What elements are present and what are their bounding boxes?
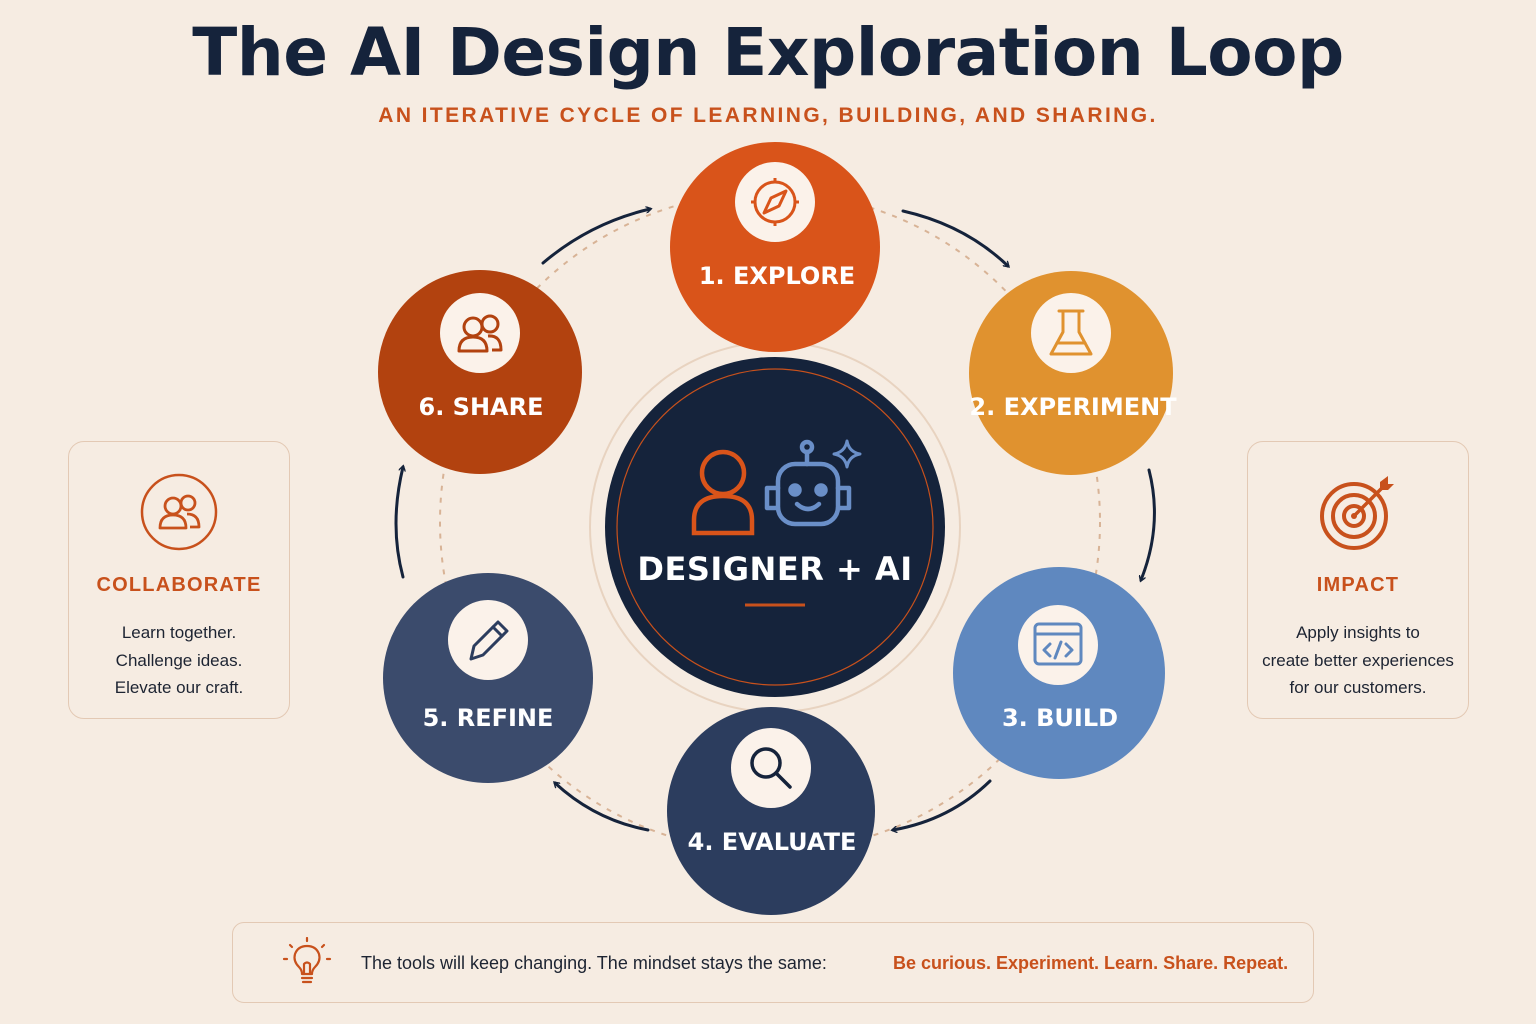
step-experiment[interactable]: 2. EXPERIMENT bbox=[969, 271, 1177, 475]
step-share[interactable]: 6. SHARE bbox=[378, 270, 582, 474]
target-icon bbox=[1320, 476, 1394, 550]
impact-line: for our customers. bbox=[1289, 678, 1427, 697]
collaborate-text: Learn together. Challenge ideas. Elevate… bbox=[69, 619, 289, 702]
people-icon bbox=[457, 314, 503, 353]
magnifier-icon bbox=[750, 747, 792, 789]
mindset-highlight: Be curious. Experiment. Learn. Share. Re… bbox=[893, 953, 1289, 973]
step-explore[interactable]: 1. EXPLORE bbox=[670, 142, 880, 352]
center-node: DESIGNER + AI bbox=[589, 341, 961, 713]
people-icon bbox=[140, 473, 218, 551]
step-evaluate[interactable]: 4. EVALUATE bbox=[667, 707, 875, 915]
flask-icon bbox=[1049, 309, 1093, 356]
lightbulb-icon bbox=[282, 937, 332, 984]
page-title: The AI Design Exploration Loop bbox=[192, 14, 1344, 91]
robot-icon bbox=[764, 439, 852, 527]
compass-icon bbox=[751, 178, 799, 226]
step-refine[interactable]: 5. REFINE bbox=[383, 573, 593, 783]
cycle-arrows bbox=[394, 209, 1156, 832]
sparkle-icon bbox=[832, 439, 862, 469]
impact-text: Apply insights to create better experien… bbox=[1248, 619, 1468, 702]
impact-line: create better experiences bbox=[1262, 650, 1454, 670]
step-label-build: 3. BUILD bbox=[1002, 704, 1118, 732]
arrow-refine-to-share bbox=[394, 467, 403, 579]
mindset-text: The tools will keep changing. The mindse… bbox=[361, 953, 827, 973]
center-label: DESIGNER + AI bbox=[637, 550, 912, 588]
collaborate-card: COLLABORATE Learn together. Challenge id… bbox=[68, 441, 290, 719]
impact-card: IMPACT Apply insights to create better e… bbox=[1247, 441, 1469, 719]
collaborate-line: Elevate our craft. bbox=[114, 678, 244, 697]
step-label-experiment: 2. EXPERIMENT bbox=[969, 393, 1177, 421]
collaborate-line: Learn together. bbox=[121, 623, 237, 642]
arrow-explore-to-experiment bbox=[901, 209, 1008, 266]
collaborate-line: Challenge ideas. bbox=[115, 650, 243, 670]
pencil-icon bbox=[469, 620, 509, 661]
arrow-build-to-evaluate bbox=[893, 779, 992, 830]
page-subtitle: AN ITERATIVE CYCLE OF LEARNING, BUILDING… bbox=[378, 104, 1158, 127]
impact-line: Apply insights to bbox=[1296, 623, 1420, 642]
impact-title: IMPACT bbox=[1316, 574, 1400, 596]
collaborate-title: COLLABORATE bbox=[96, 574, 262, 596]
arrow-share-to-explore bbox=[541, 209, 650, 265]
step-label-refine: 5. REFINE bbox=[423, 704, 554, 732]
mindset-banner: The tools will keep changing. The mindse… bbox=[232, 922, 1314, 1003]
step-label-explore: 1. EXPLORE bbox=[699, 262, 855, 290]
code-window-icon bbox=[1033, 622, 1083, 666]
arrow-experiment-to-build bbox=[1141, 468, 1156, 580]
person-icon bbox=[691, 449, 755, 536]
arrow-evaluate-to-refine bbox=[555, 783, 650, 832]
step-label-share: 6. SHARE bbox=[419, 393, 544, 421]
step-build[interactable]: 3. BUILD bbox=[953, 567, 1165, 779]
step-label-evaluate: 4. EVALUATE bbox=[688, 828, 857, 856]
